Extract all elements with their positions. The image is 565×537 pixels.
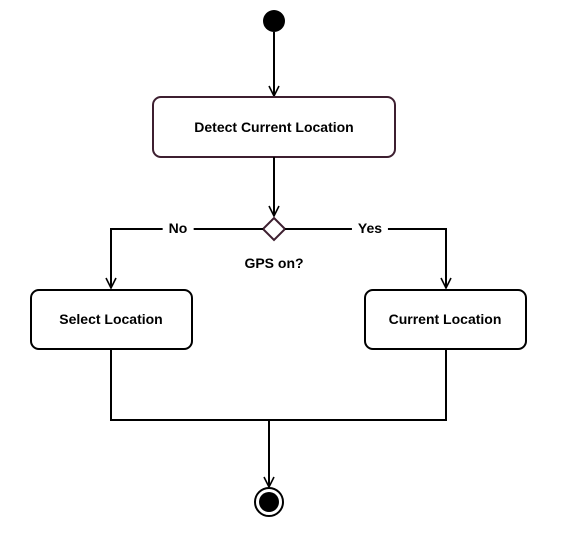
edge-no-branch: [111, 228, 263, 288]
detect-current-location-label: Detect Current Location: [194, 119, 354, 135]
decision-node: [261, 216, 287, 242]
final-node-inner: [259, 492, 279, 512]
no-edge-label: No: [162, 220, 194, 236]
edge-yes-branch: [285, 228, 446, 288]
decision-label: GPS on?: [244, 255, 304, 271]
edge-merge: [110, 349, 447, 421]
select-location-label: Select Location: [59, 311, 163, 327]
initial-node: [263, 10, 285, 32]
current-location-label: Current Location: [388, 311, 502, 327]
yes-edge-label: Yes: [351, 220, 389, 236]
